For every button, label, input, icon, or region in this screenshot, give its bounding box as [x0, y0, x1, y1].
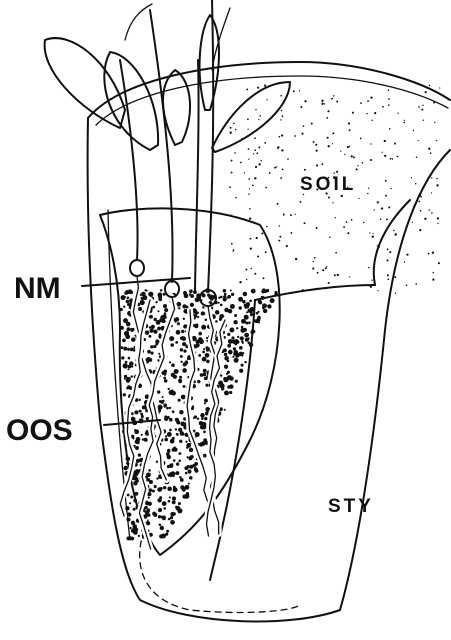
label-oos: OOS: [6, 414, 73, 447]
label-soil: SOIL: [300, 174, 356, 195]
seedling-shoots: [45, 0, 290, 292]
root-chamber: [100, 208, 280, 555]
label-sty: STY: [328, 496, 374, 517]
label-nm: NM: [14, 272, 61, 305]
